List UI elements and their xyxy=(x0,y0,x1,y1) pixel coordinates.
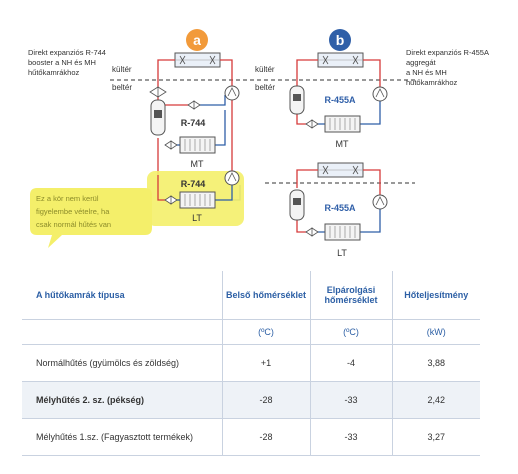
note-bubble: Ez a kör nem kerül figyelembe vételre, h… xyxy=(30,188,152,248)
row-power: 2,42 xyxy=(391,381,480,419)
table-row: Normálhűtés (gyümölcs és zöldség) +1 -4 … xyxy=(22,344,480,382)
mt-label-left: MT xyxy=(191,159,204,169)
row-type: Normálhűtés (gyümölcs és zöldség) xyxy=(22,344,222,382)
lt-label-right: LT xyxy=(337,248,347,258)
left-caption-line-3: hűtőkamrákhoz xyxy=(28,68,80,77)
mt-label-right: MT xyxy=(336,139,349,149)
table-header-row: A hűtőkamrák típusa Belső hőmérséklet El… xyxy=(22,271,480,320)
right-caption-line-3: a NH és MH xyxy=(406,68,447,77)
compressor-mt-right xyxy=(372,86,388,102)
right-caption-line-1: Direkt expanziós R-455A xyxy=(406,48,489,57)
unit-evap-temp: (ºC) xyxy=(309,319,392,345)
right-caption-line-4: hűtőkamrákhoz xyxy=(406,78,458,87)
row-evap-temp: -33 xyxy=(309,418,392,456)
r455a-mt-system: R-455A MT xyxy=(289,52,388,149)
table-row: Mélyhűtés 2. sz. (pékség) -28 -33 2,42 xyxy=(22,381,480,419)
note-line-2: figyelembe vételre, ha xyxy=(36,207,110,216)
refrigerant-label-mt-right: R-455A xyxy=(324,95,356,105)
cold-room-table-wrapper: A hűtőkamrák típusa Belső hőmérséklet El… xyxy=(22,271,480,456)
mt-evaporator-left xyxy=(179,136,216,154)
badge-b-label: b xyxy=(336,32,345,48)
mt-evaporator-right xyxy=(324,115,361,133)
refrigerant-label-left: R-744 xyxy=(181,118,206,128)
units-empty xyxy=(22,319,222,345)
right-caption: Direkt expanziós R-455A aggregát a NH és… xyxy=(406,48,489,87)
cold-room-table: A hűtőkamrák típusa Belső hőmérséklet El… xyxy=(22,271,480,456)
refrigerant-label-lt-right: R-455A xyxy=(324,203,356,213)
r455a-lt-system: R-455A LT xyxy=(289,162,388,258)
left-caption-line-2: booster a NH és MH xyxy=(28,58,96,67)
header-inner-temp: Belső hőmérséklet xyxy=(221,271,310,320)
row-power: 3,88 xyxy=(391,344,480,382)
table-row: Mélyhűtés 1.sz. (Fagyasztott termékek) -… xyxy=(22,418,480,456)
valve-left-2 xyxy=(187,100,201,110)
row-type: Mélyhűtés 1.sz. (Fagyasztott termékek) xyxy=(22,418,222,456)
note-line-3: csak normál hűtés van xyxy=(36,220,111,229)
compressor-mt-left xyxy=(224,85,240,101)
r744-lt-loop: R-744 LT xyxy=(157,170,240,223)
outdoor-label-right: kültér xyxy=(255,65,275,74)
compressor-lt-right xyxy=(372,194,388,210)
unit-power: (kW) xyxy=(391,319,480,345)
header-room-type: A hűtőkamrák típusa xyxy=(22,271,222,320)
row-evap-temp: -4 xyxy=(309,344,392,382)
lt-evaporator-right xyxy=(324,223,361,241)
refrigerant-label-lt: R-744 xyxy=(181,179,206,189)
row-evap-temp: -33 xyxy=(309,381,392,419)
lt-label-left: LT xyxy=(192,213,202,223)
badge-b: b xyxy=(329,29,351,51)
left-caption-line-1: Direkt expanziós R-744 xyxy=(28,48,106,57)
left-caption: Direkt expanziós R-744 booster a NH és M… xyxy=(28,48,106,77)
row-power: 3,27 xyxy=(391,418,480,456)
right-caption-line-2: aggregát xyxy=(406,58,437,67)
indoor-label-right: beltér xyxy=(255,83,275,92)
refrigeration-diagram: a b Direkt expanziós R-744 booster a NH … xyxy=(28,29,489,258)
lt-evaporator-left xyxy=(179,191,216,209)
header-evap-temp: Elpárolgási hőmérséklet xyxy=(309,271,392,320)
note-line-1: Ez a kör nem kerül xyxy=(36,194,99,203)
badge-a-label: a xyxy=(193,32,201,48)
row-inner-temp: -28 xyxy=(221,381,310,419)
header-power: Hőteljesítmény xyxy=(391,271,480,320)
row-type: Mélyhűtés 2. sz. (pékség) xyxy=(22,381,222,419)
row-inner-temp: -28 xyxy=(221,418,310,456)
table-units-row: (ºC) (ºC) (kW) xyxy=(22,319,480,345)
indoor-label-left: beltér xyxy=(112,83,132,92)
valve-left-3 xyxy=(164,140,178,150)
badge-a: a xyxy=(186,29,208,51)
unit-inner-temp: (ºC) xyxy=(221,319,310,345)
row-inner-temp: +1 xyxy=(221,344,310,382)
outdoor-label-left: kültér xyxy=(112,65,132,74)
valve-left-1 xyxy=(149,86,167,98)
